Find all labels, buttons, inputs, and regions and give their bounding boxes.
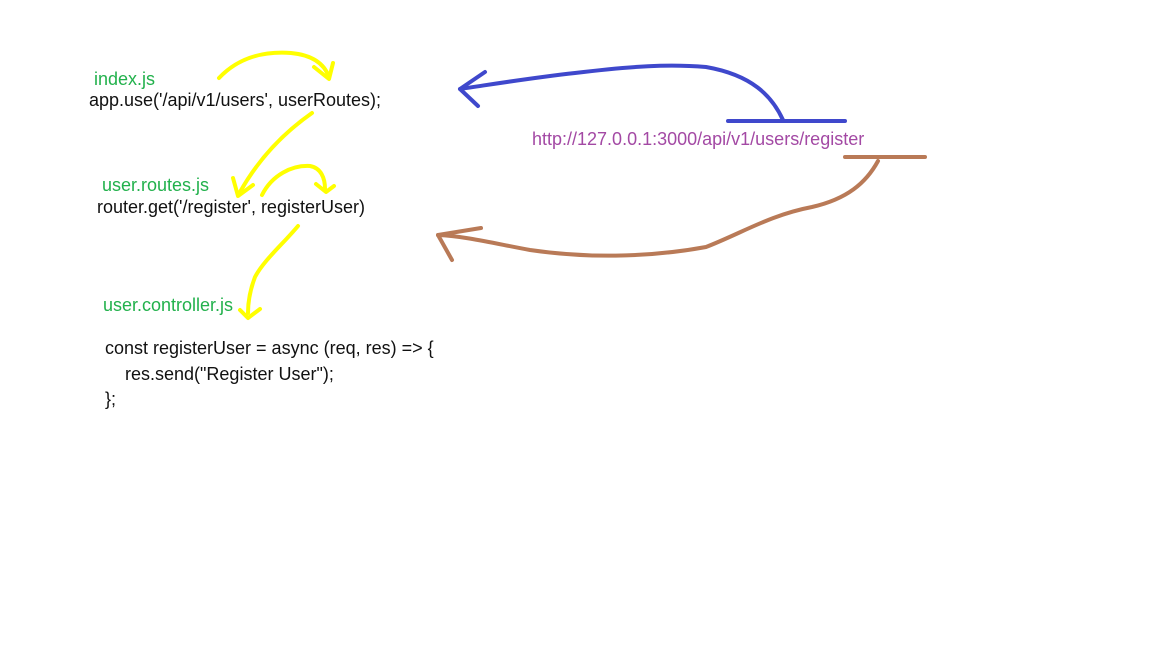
controller-code-line-1: const registerUser = async (req, res) =>… <box>105 338 434 358</box>
controller-code-line-2: res.send("Register User"); <box>105 364 334 384</box>
controller-file-label: user.controller.js <box>103 295 234 315</box>
yellow-curved-arrow-icon <box>260 163 336 197</box>
index-file-label: index.js <box>94 69 156 89</box>
blue-curved-arrow-icon <box>458 63 847 123</box>
index-code-line: app.use('/api/v1/users', userRoutes); <box>89 90 382 110</box>
routes-code-line: router.get('/register', registerUser) <box>97 197 365 217</box>
request-url: http://127.0.0.1:3000/api/v1/users/regis… <box>532 129 865 149</box>
yellow-curved-arrow-icon <box>238 224 300 320</box>
controller-code-line-3: }; <box>105 389 117 409</box>
yellow-curved-arrow-icon <box>217 50 335 81</box>
routes-file-label: user.routes.js <box>102 175 210 195</box>
yellow-curved-arrow-icon <box>231 111 314 198</box>
brown-curved-arrow-icon <box>436 155 927 262</box>
